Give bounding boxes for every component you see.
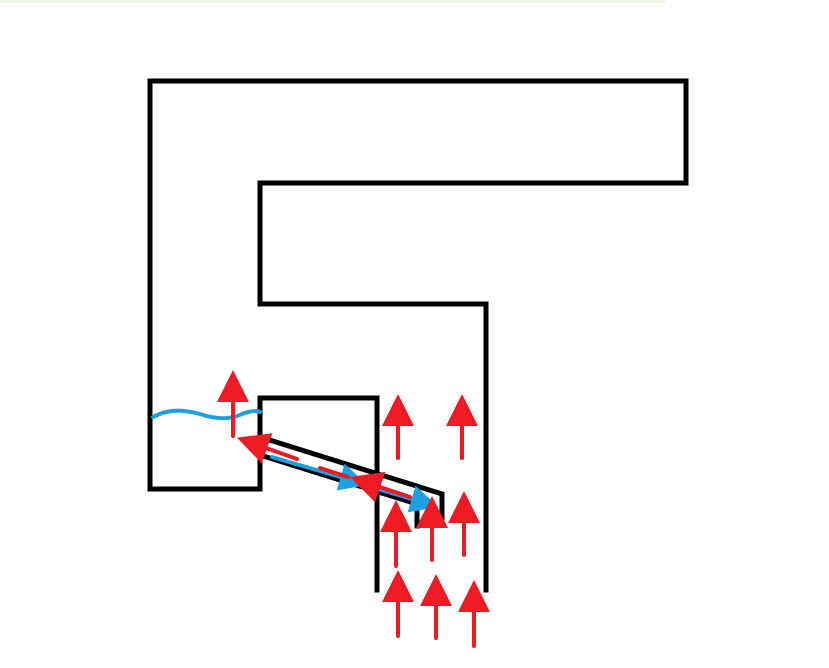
pipe-flow-arrow: [318, 466, 350, 479]
lower-box: [257, 395, 380, 593]
structure-walls: [147, 78, 689, 593]
upward-flow-arrows: [217, 370, 490, 648]
outer-frame: [147, 78, 689, 593]
water-surface: [151, 408, 262, 421]
pipe-water-arrow: [270, 455, 368, 491]
pipe-flow-arrow: [349, 471, 412, 503]
pipe-flow-arrow: [236, 433, 299, 464]
pipe-flow-arrows: [236, 433, 439, 513]
top-strip: [0, 0, 665, 3]
left-outer-wall: [147, 180, 263, 492]
